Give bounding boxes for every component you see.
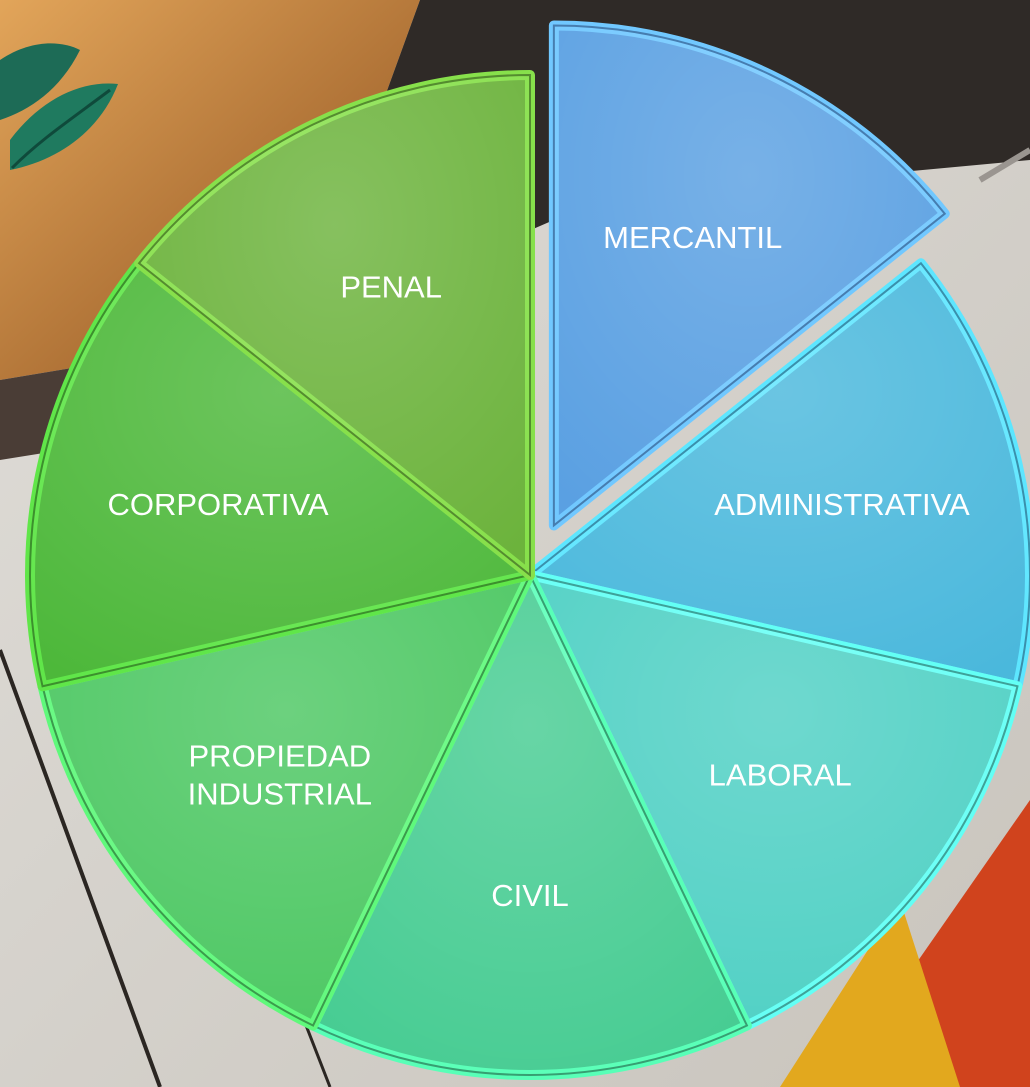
pie-slice-bevel-propiedad-industrial [41, 573, 532, 1027]
pie-segment-civil[interactable]: CIVIL [308, 570, 752, 1080]
leaf-icon [0, 43, 118, 170]
pie-slice-bevel-mercantil [552, 24, 947, 528]
pie-label-mercantil: MERCANTIL [603, 220, 782, 255]
pie-slice-bevel-corporativa [29, 261, 533, 688]
pie-slice-bevel-administrativa [527, 261, 1030, 688]
pie-segment-penal[interactable]: PENAL [134, 70, 535, 580]
pie-segment-administrativa[interactable]: ADMINISTRATIVA [525, 258, 1030, 692]
pie-diagram: MERCANTIL ADMINISTRATIVA LABORAL CIVIL PROPI… [25, 20, 1030, 1080]
pie-slice-bevel-civil [311, 572, 749, 1076]
pie-slice-bevel-laboral [528, 573, 1019, 1027]
pie-slice-bevel-penal [137, 73, 531, 578]
pie-label-corporativa: CORPORATIVA [107, 487, 328, 522]
pie-label-civil: CIVIL [491, 878, 569, 913]
pie-label-laboral: LABORAL [709, 758, 852, 793]
pie-label-administrativa: ADMINISTRATIVA [714, 487, 970, 522]
pie-segment-corporativa[interactable]: CORPORATIVA [25, 258, 535, 692]
pie-segment-mercantil[interactable]: MERCANTIL [548, 20, 950, 531]
pie-label-penal: PENAL [340, 270, 442, 305]
pie-segment-laboral[interactable]: LABORAL [525, 570, 1023, 1031]
